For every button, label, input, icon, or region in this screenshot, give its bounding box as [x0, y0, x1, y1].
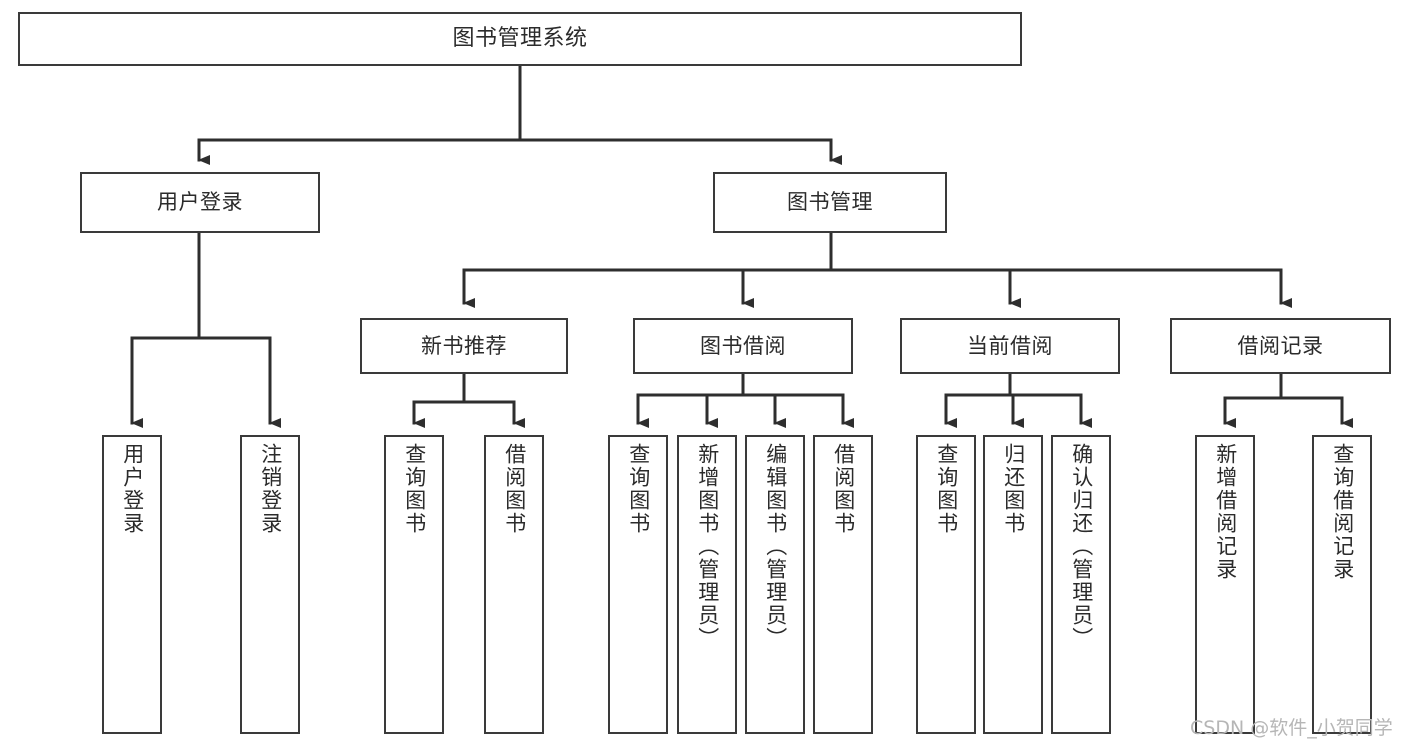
node-leaf-borrow-book-1[interactable]: 借阅图书 [484, 435, 544, 734]
node-leaf-edit-book[interactable]: 编辑图书（管理员） [745, 435, 805, 734]
node-leaf-query-book-2[interactable]: 查询图书 [608, 435, 668, 734]
node-label: 新增借阅记录 [1213, 443, 1238, 581]
node-book-manage[interactable]: 图书管理 [713, 172, 947, 233]
node-label: 图书管理系统 [452, 26, 588, 52]
node-book-borrow[interactable]: 图书借阅 [633, 318, 853, 374]
node-label: 查询图书 [626, 443, 651, 535]
node-leaf-user-login[interactable]: 用户登录 [102, 435, 162, 734]
node-label: 确认归还（管理员） [1069, 443, 1094, 650]
node-current-borrow[interactable]: 当前借阅 [900, 318, 1120, 374]
watermark: CSDN @软件_小贺同学 [1190, 717, 1393, 739]
node-leaf-add-book[interactable]: 新增图书（管理员） [677, 435, 737, 734]
node-leaf-logout-login[interactable]: 注销登录 [240, 435, 300, 734]
node-label: 查询图书 [934, 443, 959, 535]
node-leaf-query-book-3[interactable]: 查询图书 [916, 435, 976, 734]
node-leaf-confirm-return[interactable]: 确认归还（管理员） [1051, 435, 1111, 734]
node-label: 借阅记录 [1237, 333, 1324, 358]
node-leaf-query-book-1[interactable]: 查询图书 [384, 435, 444, 734]
node-label: 新增图书（管理员） [695, 443, 720, 650]
node-label: 图书管理 [787, 190, 873, 215]
node-label: 用户登录 [120, 443, 145, 535]
node-label: 查询借阅记录 [1330, 443, 1355, 581]
node-label: 查询图书 [402, 443, 427, 535]
node-user-login[interactable]: 用户登录 [80, 172, 320, 233]
node-label: 图书借阅 [700, 333, 786, 358]
node-leaf-query-record[interactable]: 查询借阅记录 [1312, 435, 1372, 734]
node-borrow-record[interactable]: 借阅记录 [1170, 318, 1391, 374]
node-root-book-management-system[interactable]: 图书管理系统 [18, 12, 1022, 66]
node-label: 编辑图书（管理员） [763, 443, 788, 650]
node-label: 借阅图书 [831, 443, 856, 535]
node-label: 新书推荐 [421, 333, 507, 358]
node-leaf-return-book[interactable]: 归还图书 [983, 435, 1043, 734]
node-new-book-recommend[interactable]: 新书推荐 [360, 318, 568, 374]
node-label: 用户登录 [157, 190, 243, 215]
node-leaf-borrow-book-2[interactable]: 借阅图书 [813, 435, 873, 734]
node-label: 借阅图书 [502, 443, 527, 535]
node-label: 归还图书 [1001, 443, 1026, 535]
node-label: 注销登录 [258, 443, 283, 535]
node-leaf-add-record[interactable]: 新增借阅记录 [1195, 435, 1255, 734]
node-label: 当前借阅 [967, 333, 1053, 358]
